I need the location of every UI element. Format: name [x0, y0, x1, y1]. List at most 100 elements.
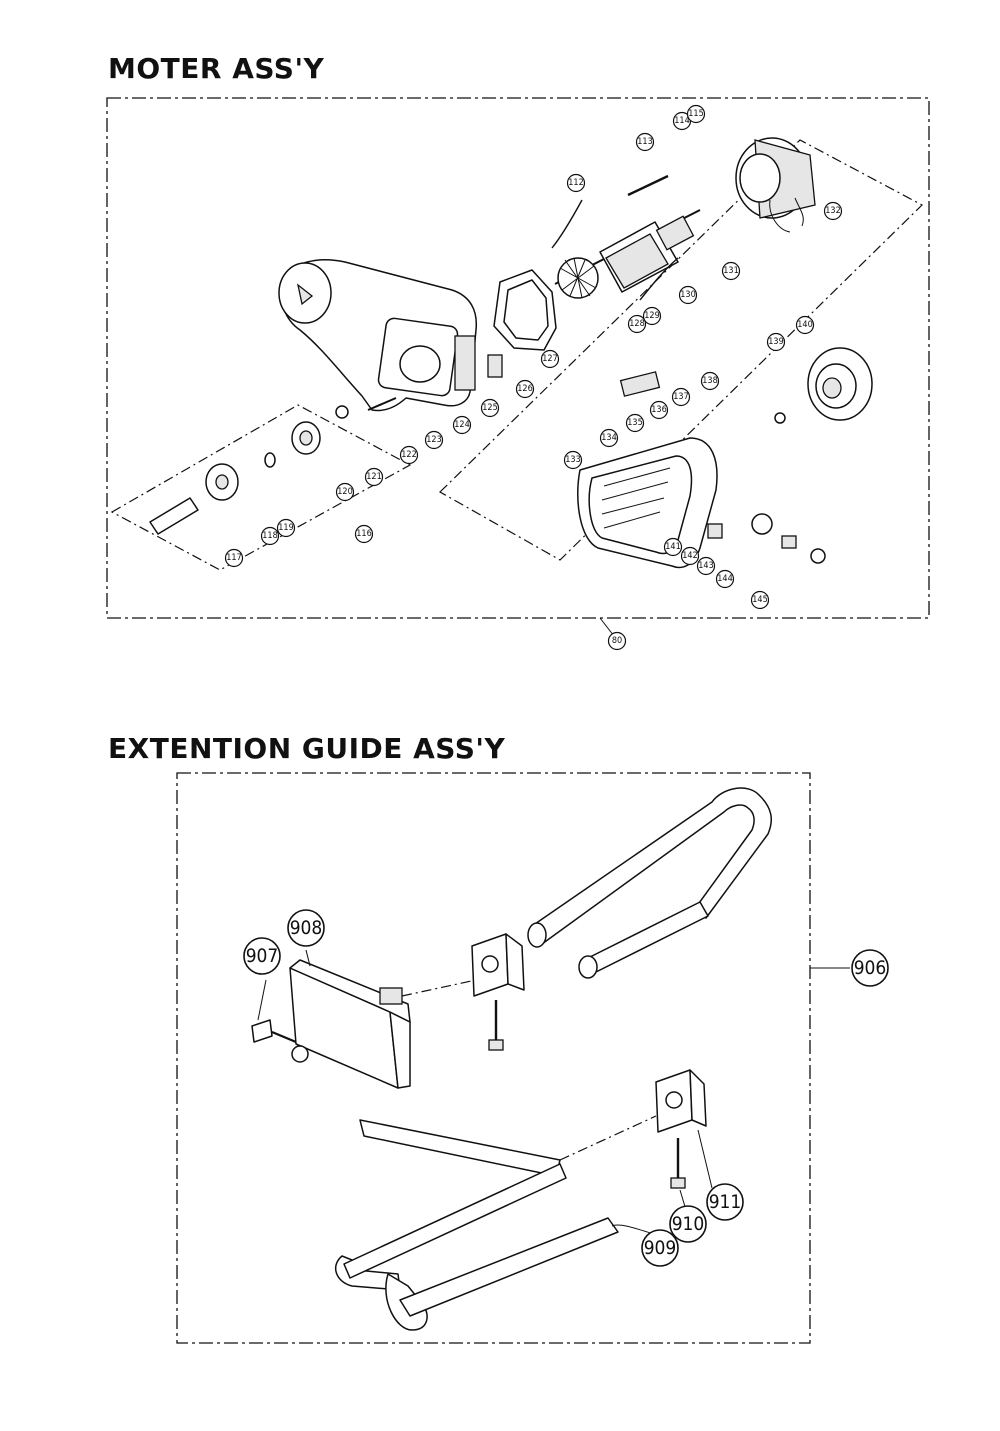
callout-number: 120: [337, 487, 352, 497]
guide-callout-907: 907: [243, 937, 281, 975]
callout-number: 114: [674, 116, 689, 126]
gear-housing: [278, 259, 478, 412]
baffle-ring: [493, 269, 557, 351]
callout-number: 116: [356, 529, 371, 539]
callout-number: 136: [651, 405, 666, 415]
callout-circle: [243, 937, 281, 975]
callout-circle: [721, 261, 741, 281]
callout-circle: [563, 450, 583, 470]
motor-callout-118: 118: [260, 526, 280, 546]
motor-callout-140: 140: [795, 315, 815, 335]
field-stator: [735, 137, 816, 233]
label-135: [619, 371, 661, 397]
callout-circle: [680, 546, 700, 566]
lower-bracket: [559, 1069, 707, 1161]
upper-bracket: [471, 933, 525, 997]
motor-callout-125: 125: [480, 398, 500, 418]
brush-parts: [707, 513, 826, 564]
callout-number: 125: [482, 403, 497, 413]
callout-number: 122: [401, 450, 416, 460]
callout-number: 143: [698, 561, 713, 571]
motor-callout-143: 143: [696, 556, 716, 576]
gear-subassembly-boundary: [110, 404, 412, 571]
leader-80: [599, 617, 615, 637]
motor-callout-126: 126: [515, 379, 535, 399]
callout-number: 131: [723, 266, 738, 276]
callout-number: 910: [672, 1213, 705, 1235]
motor-subassembly-boundary: [439, 139, 924, 561]
callout-circle: [287, 909, 325, 947]
callout-circle: [686, 104, 706, 124]
callout-circle: [424, 430, 444, 450]
motor-callout-145: 145: [750, 590, 770, 610]
gear-parts: [149, 397, 397, 535]
callout-circle: [823, 201, 843, 221]
leader-908: [305, 949, 311, 967]
callout-number: 115: [688, 109, 703, 119]
callout-circle: [480, 398, 500, 418]
through-bolt: [627, 174, 669, 197]
callout-number: 140: [797, 320, 812, 330]
motor-callout-115: 115: [686, 104, 706, 124]
callout-number: 137: [673, 392, 688, 402]
callout-number: 80: [612, 636, 622, 646]
callout-number: 121: [366, 472, 381, 482]
wire-112: [551, 199, 583, 249]
motor-callout-120: 120: [335, 482, 355, 502]
callout-number: 135: [627, 418, 642, 428]
callout-number: 909: [644, 1237, 677, 1259]
callout-number: 911: [709, 1191, 742, 1213]
motor-callout-130: 130: [678, 285, 698, 305]
callout-number: 906: [854, 957, 887, 979]
motor-assembly-title: MOTER ASS'Y: [108, 52, 325, 85]
callout-circle: [627, 314, 647, 334]
upper-bracket-bolt-head: [488, 1039, 504, 1051]
callout-circle: [715, 569, 735, 589]
motor-callout-113: 113: [635, 132, 655, 152]
motor-callout-119: 119: [276, 518, 296, 538]
callout-circle: [851, 949, 889, 987]
callout-circle: [641, 1229, 679, 1267]
callout-circle: [696, 556, 716, 576]
motor-callout-133: 133: [563, 450, 583, 470]
callout-number: 129: [644, 311, 659, 321]
motor-housing: [577, 437, 718, 569]
extension-guide-frame: [176, 772, 811, 1344]
callout-number: 113: [637, 137, 652, 147]
callout-circle: [669, 1205, 707, 1243]
callout-circle: [399, 445, 419, 465]
callout-circle: [276, 518, 296, 538]
callout-number: 132: [825, 206, 840, 216]
callout-number: 142: [682, 551, 697, 561]
motor-callout-80: 80: [607, 631, 627, 651]
motor-callout-136: 136: [649, 400, 669, 420]
callout-circle: [678, 285, 698, 305]
callout-number: 112: [568, 178, 583, 188]
callout-circle: [566, 173, 586, 193]
motor-callout-123: 123: [424, 430, 444, 450]
guide-callout-906: 906: [851, 949, 889, 987]
guide-plate: [289, 959, 477, 1089]
motor-callout-141: 141: [663, 537, 683, 557]
callout-number: 133: [565, 455, 580, 465]
callout-number: 141: [665, 542, 680, 552]
callout-number: 123: [426, 435, 441, 445]
callout-circle: [642, 306, 662, 326]
motor-callout-138: 138: [700, 371, 720, 391]
armature: [554, 209, 701, 299]
motor-callout-116: 116: [354, 524, 374, 544]
motor-callout-135: 135: [625, 413, 645, 433]
brush-holder-block: [487, 354, 503, 378]
motor-callouts: 8011211311411511611711811912012112212312…: [224, 104, 843, 651]
callout-number: 138: [702, 376, 717, 386]
callout-number: 130: [680, 290, 695, 300]
callout-circle: [224, 548, 244, 568]
callout-circle: [607, 631, 627, 651]
callout-number: 118: [262, 531, 277, 541]
callout-circle: [649, 400, 669, 420]
callout-circle: [625, 413, 645, 433]
guide-callout-911: 911: [706, 1183, 744, 1221]
callout-circle: [515, 379, 535, 399]
